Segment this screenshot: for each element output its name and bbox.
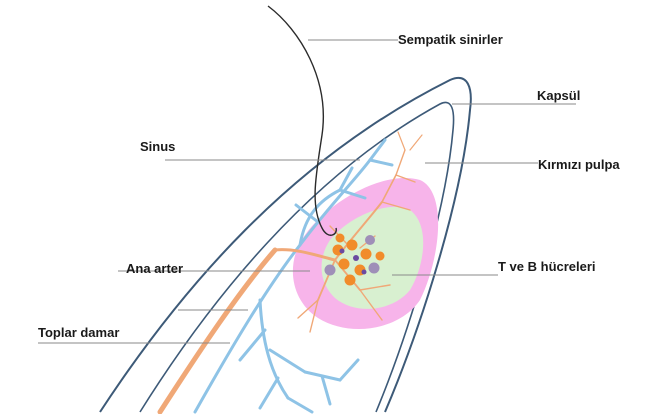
label-t-b-cells: T ve B hücreleri xyxy=(498,260,596,273)
label-capsule: Kapsül xyxy=(537,89,580,102)
label-main-artery: Ana arter xyxy=(126,262,183,275)
label-sympathetic-nerves: Sempatik sinirler xyxy=(398,33,503,46)
label-red-pulp: Kırmızı pulpa xyxy=(538,158,620,171)
label-sinus: Sinus xyxy=(140,140,175,153)
label-vein: Toplar damar xyxy=(38,326,119,339)
